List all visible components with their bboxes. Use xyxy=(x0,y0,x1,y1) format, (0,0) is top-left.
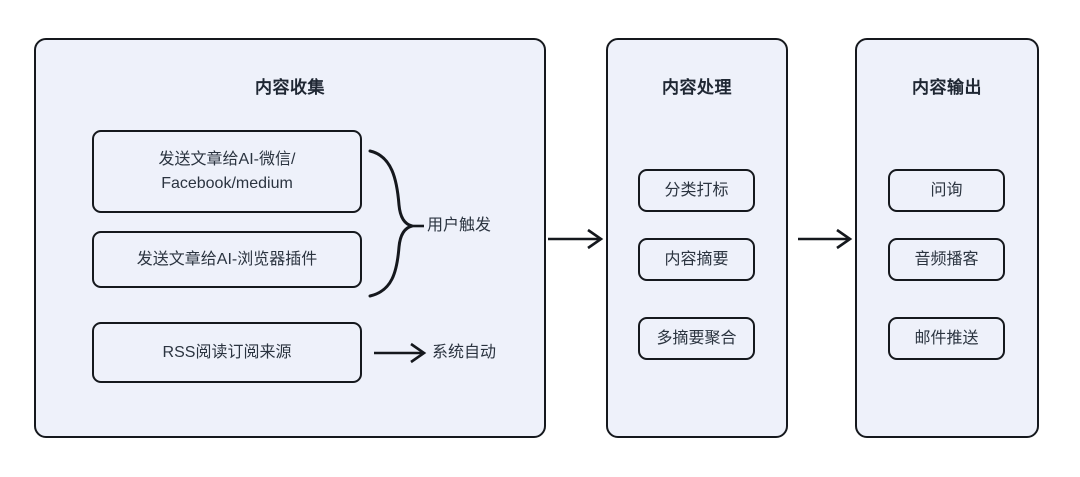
connector-label-user-trigger: 用户触发 xyxy=(427,217,492,234)
node-label-line1: 发送文章给AI-微信/ xyxy=(158,151,296,169)
node-rss-subscription-source[interactable]: RSS阅读订阅来源 xyxy=(92,322,362,383)
node-label: 分类打标 xyxy=(664,181,729,199)
panel-title-process: 内容处理 xyxy=(662,78,732,97)
node-label: 内容摘要 xyxy=(664,250,729,268)
panel-content-process: 内容处理 xyxy=(606,38,788,438)
node-send-article-browser-extension[interactable]: 发送文章给AI-浏览器插件 xyxy=(92,231,362,288)
node-email-push[interactable]: 邮件推送 xyxy=(888,317,1005,360)
panel-title-collect: 内容收集 xyxy=(255,78,325,97)
node-label: 多摘要聚合 xyxy=(656,329,737,347)
arrow-process-to-output-icon xyxy=(798,228,853,250)
node-label-line2: Facebook/medium xyxy=(161,174,293,192)
panel-title-output: 内容输出 xyxy=(912,78,982,97)
connector-label-system-auto: 系统自动 xyxy=(432,344,497,361)
node-label: 音频播客 xyxy=(914,250,979,268)
node-label: 问询 xyxy=(930,181,963,199)
node-label: 发送文章给AI-微信/ Facebook/medium xyxy=(159,148,296,194)
node-query[interactable]: 问询 xyxy=(888,169,1005,212)
node-label: 发送文章给AI-浏览器插件 xyxy=(136,250,318,268)
arrow-collect-to-process-icon xyxy=(548,228,604,250)
node-send-article-social[interactable]: 发送文章给AI-微信/ Facebook/medium xyxy=(92,130,362,213)
node-classify-tagging[interactable]: 分类打标 xyxy=(638,169,755,212)
node-audio-podcast[interactable]: 音频播客 xyxy=(888,238,1005,281)
node-multi-summary-aggregate[interactable]: 多摘要聚合 xyxy=(638,317,755,360)
node-label: RSS阅读订阅来源 xyxy=(162,343,292,361)
node-content-summary[interactable]: 内容摘要 xyxy=(638,238,755,281)
node-label: 邮件推送 xyxy=(914,329,979,347)
